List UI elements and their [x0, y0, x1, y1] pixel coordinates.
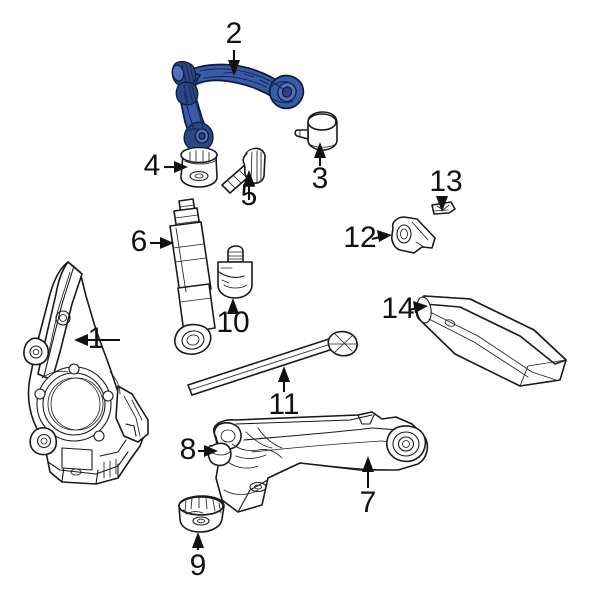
leader-3 [314, 142, 326, 166]
callout-number-10: 10 [216, 306, 249, 339]
callout-number-5: 5 [241, 179, 258, 212]
part-8-lower-ball-joint[interactable] [207, 442, 232, 467]
leader-2 [228, 50, 240, 76]
callout-number-4: 4 [144, 149, 161, 182]
callout-number-14: 14 [381, 292, 414, 325]
part-9-coil-spring-seat-insulator[interactable] [178, 495, 225, 533]
part-7-front-lower-control-arm[interactable] [213, 411, 429, 513]
part-11-stabilizer-bar[interactable] [187, 330, 359, 396]
leader-6 [150, 237, 174, 249]
callout-number-7: 7 [360, 486, 377, 519]
callout-number-6: 6 [131, 225, 148, 258]
part-1-steering-knuckle[interactable] [23, 261, 149, 485]
leader-14 [409, 301, 428, 313]
part-12-stabilizer-bar-bracket[interactable] [391, 216, 436, 254]
callout-number-9: 9 [190, 549, 207, 582]
callout-number-12: 12 [343, 221, 376, 254]
callout-number-3: 3 [312, 162, 329, 195]
leader-8 [198, 445, 218, 457]
leader-11 [278, 366, 290, 392]
callout-number-8: 8 [180, 433, 197, 466]
part-6-shock-absorber[interactable] [169, 198, 216, 355]
callout-number-1: 1 [88, 322, 105, 355]
part-10-shock-lower-mount-bracket[interactable] [217, 245, 253, 299]
callout-number-13: 13 [429, 165, 462, 198]
leader-4 [164, 161, 188, 173]
callout-number-11: 11 [268, 388, 299, 421]
part-4-upper-arm-bushing[interactable] [180, 146, 218, 188]
leader-10 [227, 298, 239, 314]
leader-13 [436, 196, 448, 212]
leader-5 [243, 170, 255, 200]
leader-1 [74, 334, 120, 346]
leader-7 [362, 456, 374, 488]
part-3-upper-ball-joint[interactable] [294, 111, 338, 151]
callout-number-2: 2 [226, 17, 243, 50]
part-2-front-upper-control-arm[interactable] [171, 61, 305, 152]
leader-9 [192, 532, 204, 550]
part-14-radius-arm[interactable] [415, 295, 567, 387]
leader-12 [371, 230, 392, 242]
